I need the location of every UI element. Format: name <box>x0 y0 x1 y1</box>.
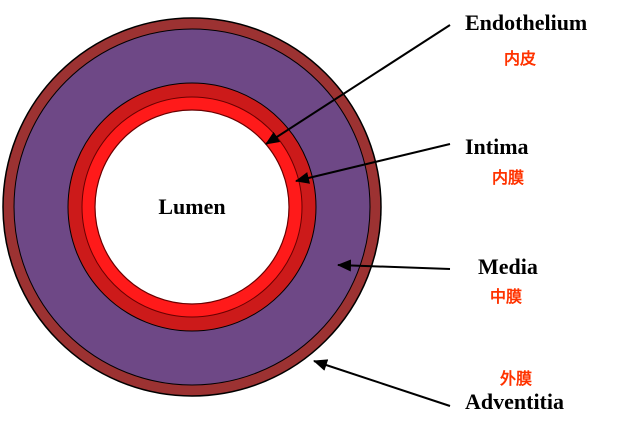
adventitia-label: Adventitia <box>465 389 564 414</box>
pointer-arrows <box>265 24 451 407</box>
media-label: Media <box>478 254 538 279</box>
adventitia-label-zh: 外膜 <box>499 369 532 388</box>
lumen <box>94 109 290 305</box>
endothelium-arrow <box>265 24 451 145</box>
endothelium-label: Endothelium <box>465 10 587 35</box>
media-label-zh: 中膜 <box>490 287 522 306</box>
lumen-label: Lumen <box>158 194 225 219</box>
vessel-cross-section: Lumen <box>2 17 382 397</box>
layer-labels: Endothelium 内皮 Intima 内膜 Media 中膜 外膜 Adv… <box>465 10 587 414</box>
intima-arrow <box>295 143 451 184</box>
adventitia-arrow <box>313 359 451 407</box>
media-arrow <box>337 259 451 272</box>
intima-label: Intima <box>465 134 529 159</box>
endothelium-label-zh: 内皮 <box>504 49 536 68</box>
intima-label-zh: 内膜 <box>492 168 524 187</box>
